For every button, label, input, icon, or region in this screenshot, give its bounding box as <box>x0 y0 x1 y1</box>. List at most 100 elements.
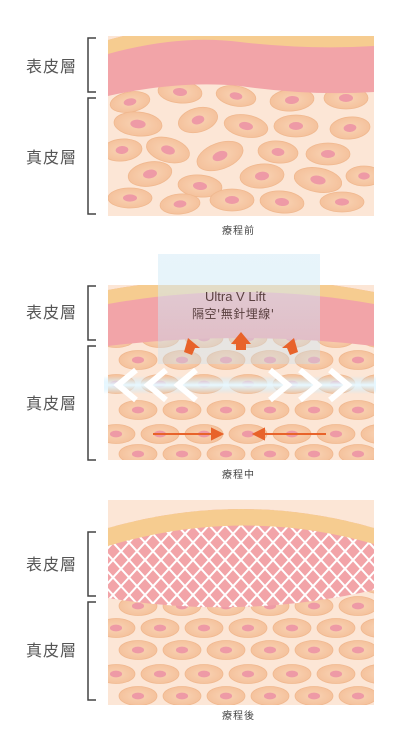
cell-nucleus <box>351 602 365 610</box>
cell-nucleus <box>153 670 167 678</box>
panel-after: 表皮層 真皮層 療程後 <box>26 500 374 722</box>
cell <box>250 640 290 660</box>
cell-nucleus <box>239 121 253 131</box>
cell <box>118 444 158 460</box>
cell <box>162 640 202 660</box>
cell-nucleus <box>115 146 129 154</box>
cell-nucleus <box>131 356 145 364</box>
cell-nucleus <box>307 450 321 458</box>
cell-nucleus <box>109 430 123 438</box>
cell <box>108 618 136 638</box>
cell <box>109 91 151 113</box>
cell <box>294 400 334 420</box>
cell-nucleus <box>373 673 374 675</box>
epidermis-top-layer <box>108 509 374 546</box>
cell-nucleus <box>254 171 270 181</box>
cell <box>329 116 371 140</box>
cell-nucleus <box>271 148 285 156</box>
cell-nucleus <box>329 670 343 678</box>
dermis-label: 真皮層 <box>26 148 77 167</box>
panel-before: 表皮層 真皮層 療程前 <box>26 36 374 237</box>
cell-nucleus <box>351 692 365 700</box>
chevron-right-icon <box>298 367 323 403</box>
cell <box>273 114 319 138</box>
cell <box>338 350 374 370</box>
cell-nucleus <box>224 196 240 204</box>
cell-nucleus <box>241 624 255 632</box>
cell <box>228 618 268 638</box>
cell <box>338 686 374 705</box>
cell <box>108 424 136 444</box>
arrow-right-icon <box>211 427 225 441</box>
cell <box>184 618 224 638</box>
cell-nucleus <box>373 433 374 435</box>
cell-nucleus <box>284 96 300 104</box>
chevron-right-icon <box>328 367 353 403</box>
cell-nucleus <box>307 646 321 654</box>
cell-nucleus <box>373 583 374 585</box>
cell-nucleus <box>122 194 138 202</box>
cell <box>272 618 312 638</box>
cell-nucleus <box>338 94 354 102</box>
cell-nucleus <box>197 624 211 632</box>
cell <box>206 444 246 460</box>
epidermis-label: 表皮層 <box>26 57 77 76</box>
cell-nucleus <box>173 200 187 208</box>
cell-nucleus <box>307 406 321 414</box>
cell <box>239 163 285 189</box>
cell <box>108 187 153 209</box>
cell-nucleus <box>131 646 145 654</box>
cell-nucleus <box>351 356 365 364</box>
cell-nucleus <box>175 406 189 414</box>
cell-nucleus <box>307 692 321 700</box>
cell-nucleus <box>310 175 326 185</box>
cell-nucleus <box>343 124 357 132</box>
cell-nucleus <box>191 115 205 125</box>
bracket-dermis <box>87 345 96 461</box>
cell-cluster <box>108 80 374 215</box>
cell <box>178 106 218 134</box>
bracket-dermis <box>87 601 96 701</box>
lift-arrows <box>184 332 298 355</box>
epidermis-label: 表皮層 <box>26 555 77 574</box>
cell-nucleus <box>263 450 277 458</box>
cell <box>140 618 180 638</box>
cell-nucleus <box>175 450 189 458</box>
cell-nucleus <box>219 406 233 414</box>
cell-nucleus <box>320 150 336 158</box>
caption-before: 療程前 <box>222 224 255 237</box>
bracket-epidermis <box>87 285 96 341</box>
cell-nucleus <box>288 122 304 130</box>
cell-nucleus <box>219 646 233 654</box>
cell-nucleus <box>131 692 145 700</box>
cell <box>272 664 312 684</box>
cell-nucleus <box>219 692 233 700</box>
cell <box>108 664 136 684</box>
cell <box>360 664 374 684</box>
cell <box>316 664 356 684</box>
cell <box>293 167 343 193</box>
epidermis-top-layer <box>108 36 374 54</box>
epidermis-layer <box>108 509 374 608</box>
cell-nucleus <box>285 624 299 632</box>
cell-nucleus <box>172 88 188 96</box>
cell <box>113 111 163 137</box>
cell <box>360 424 374 444</box>
caption-during: 療程中 <box>222 468 255 481</box>
cell <box>316 618 356 638</box>
cell-nucleus <box>123 98 137 106</box>
cell <box>269 88 315 112</box>
cell <box>223 114 269 138</box>
cell <box>146 136 190 164</box>
cell <box>259 190 305 214</box>
cell <box>338 596 374 616</box>
cell-nucleus <box>351 406 365 414</box>
cell <box>305 142 351 166</box>
epidermis-layer <box>108 36 374 96</box>
cell <box>338 444 374 460</box>
cell <box>206 400 246 420</box>
cell-nucleus <box>192 182 208 190</box>
bracket-dermis <box>87 97 96 215</box>
cell <box>118 686 158 705</box>
